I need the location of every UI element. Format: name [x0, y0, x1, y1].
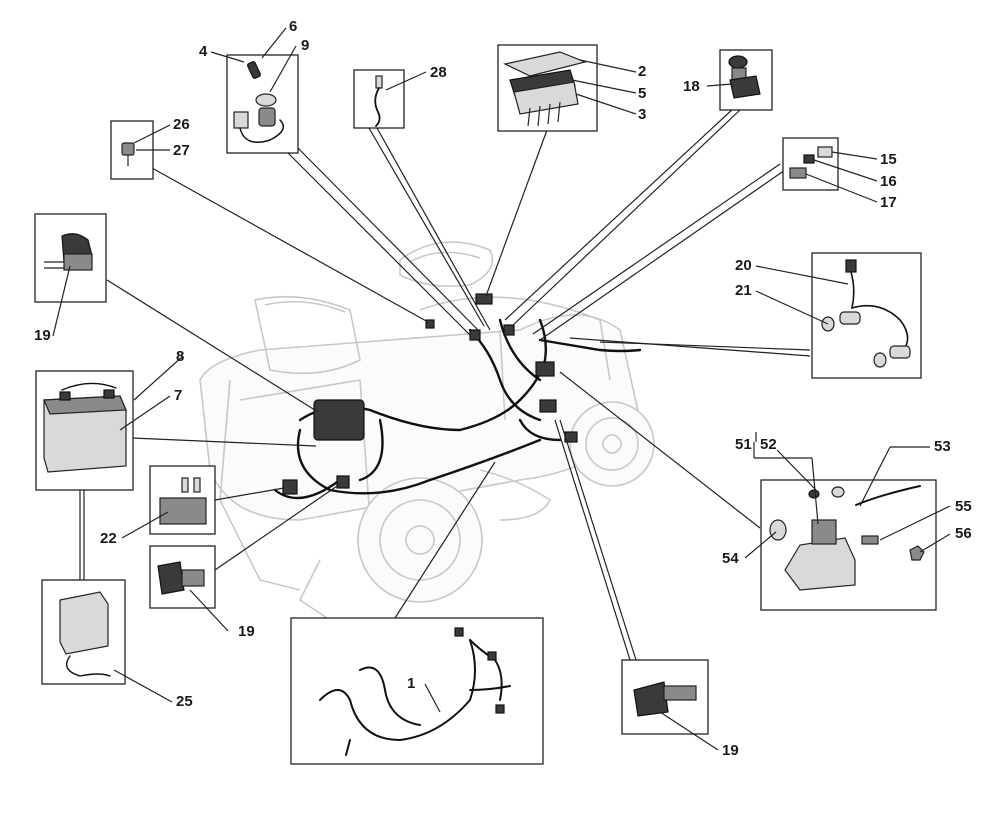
box-main-harness	[290, 617, 544, 765]
leader-lines	[79, 107, 811, 661]
rocker-switch-a-part	[44, 233, 93, 271]
box-headlamps	[811, 252, 922, 379]
label-5: 5	[638, 85, 647, 102]
label-27: 27	[173, 142, 190, 159]
harness-wires	[273, 293, 642, 500]
label-26: 26	[173, 116, 190, 133]
ignition-switch-part	[233, 61, 285, 143]
label-52: 52	[760, 436, 777, 453]
charger-part	[59, 591, 111, 677]
label-6: 6	[289, 18, 298, 35]
label-7: 7	[174, 387, 183, 404]
label-19-c: 19	[722, 742, 739, 759]
battery-part	[43, 382, 127, 473]
main-harness-part	[319, 627, 511, 756]
label-51: 51	[735, 436, 752, 453]
label-22: 22	[100, 530, 117, 547]
label-18: 18	[683, 78, 700, 95]
rocker-switch-c-part	[633, 681, 697, 717]
solenoid-part	[769, 485, 925, 591]
screw-part	[121, 142, 135, 166]
label-55: 55	[955, 498, 972, 515]
label-3: 3	[638, 106, 647, 123]
label-25: 25	[176, 693, 193, 710]
fuse-wire-part	[374, 75, 383, 127]
label-19-a: 19	[34, 327, 51, 344]
label-53: 53	[934, 438, 951, 455]
rocker-switch-b-part	[157, 561, 205, 595]
label-28: 28	[430, 64, 447, 81]
label-15: 15	[880, 151, 897, 168]
label-8: 8	[176, 348, 185, 365]
label-1: 1	[407, 675, 416, 692]
box-connectors	[782, 137, 839, 191]
connectors-part	[789, 146, 833, 179]
push-switch-part	[728, 55, 761, 99]
relay-part	[159, 477, 207, 525]
label-16: 16	[880, 173, 897, 190]
tractor-outline	[199, 241, 655, 621]
label-4: 4	[199, 43, 208, 60]
label-54: 54	[722, 550, 739, 567]
label-20: 20	[735, 257, 752, 274]
label-2: 2	[638, 63, 647, 80]
label-leaders	[52, 27, 951, 751]
fuse-holder-part	[503, 51, 587, 127]
label-17: 17	[880, 194, 897, 211]
label-21: 21	[735, 282, 752, 299]
label-56: 56	[955, 525, 972, 542]
label-19-b: 19	[238, 623, 255, 640]
label-9: 9	[301, 37, 310, 54]
headlamps-part	[821, 259, 911, 368]
